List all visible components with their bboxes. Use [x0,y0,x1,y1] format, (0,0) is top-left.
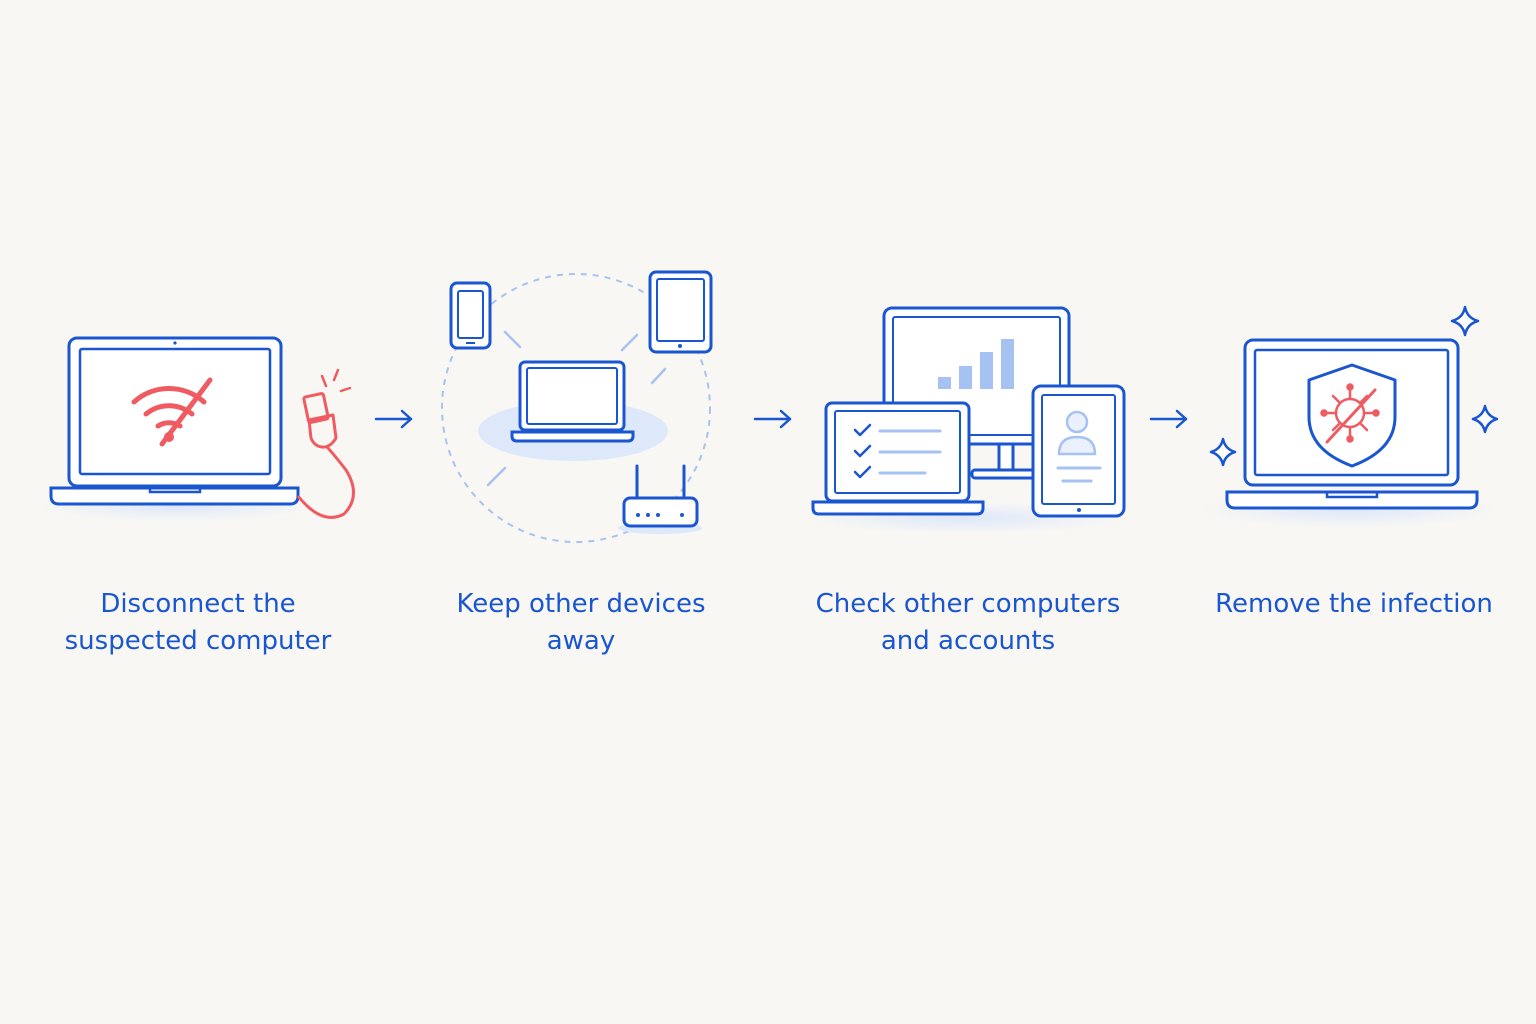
step-label-line: Disconnect the [100,589,296,619]
isolated-laptop-icon [441,270,713,543]
phone-icon [449,281,492,350]
step-label-keep-away: Keep other devices away [457,586,706,660]
bar-chart-icon [938,339,1014,389]
step-label-line: away [546,626,616,656]
step-label-line: Keep other devices [456,589,706,619]
arrow-right-icon [1149,409,1188,429]
user-profile-icon [1056,410,1102,483]
tablet-icon [648,270,713,354]
shield-virus-icon [1202,305,1499,528]
wifi-off-icon [131,377,213,447]
step-label-line: suspected computer [64,626,332,656]
arrow-right-icon [374,409,413,429]
step-label-remove: Remove the infection [1215,586,1493,623]
arrow-right-icon [753,409,792,429]
usb-plug-icon [302,392,338,449]
checklist-icon [853,423,872,479]
step-label-line: and accounts [880,626,1056,656]
step-label-disconnect: Disconnect the suspected computer [65,586,332,660]
sparkle-icon [1209,305,1499,467]
step-label-check: Check other computers and accounts [816,586,1121,660]
multi-device-check-icon [805,306,1126,534]
virus-icon [1320,383,1380,444]
router-icon [618,464,702,534]
step-label-line: Check other computers [815,589,1121,619]
laptop-wifi-off-icon [40,336,355,522]
step-label-line: Remove the infection [1215,589,1493,619]
